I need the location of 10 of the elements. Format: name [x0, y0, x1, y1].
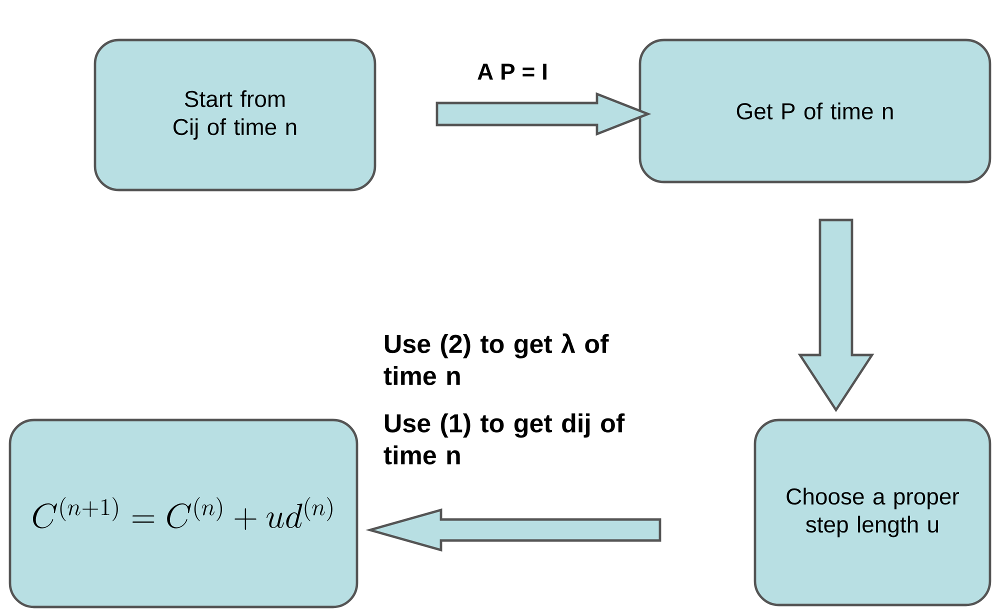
block-arrow — [798, 218, 874, 412]
edge-label: A P = I — [478, 64, 546, 80]
process-box: Choose a proper step length u — [754, 418, 992, 606]
note-text: Use (2) to get λ of time n — [384, 333, 609, 386]
process-box: $C^{(n+1)} = C^{(n)} +ud^{(n)}$ — [8, 418, 358, 608]
process-box: Get P of time n — [638, 38, 992, 184]
block-arrow — [436, 92, 652, 136]
note-text: Use (1) to get dij of time n — [384, 413, 625, 464]
process-box: Start from Cij of time n — [94, 38, 376, 192]
block-arrow — [366, 508, 662, 552]
